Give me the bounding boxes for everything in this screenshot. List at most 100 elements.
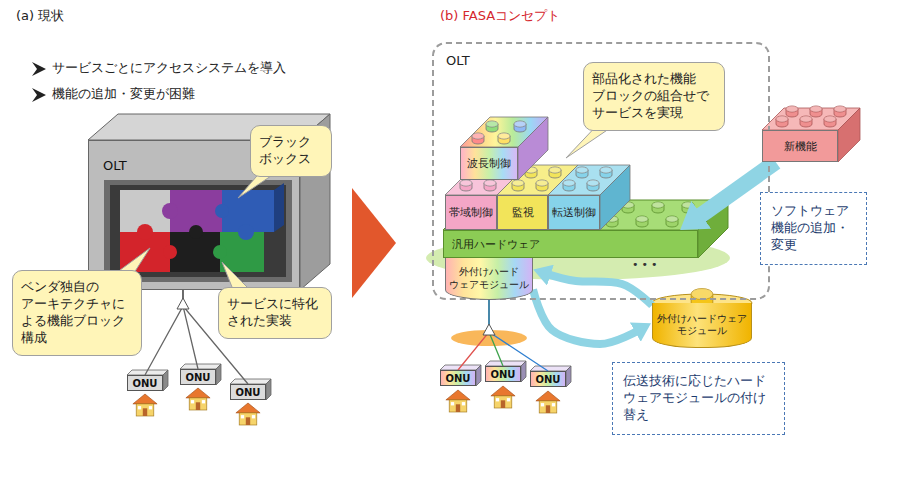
callout-bubble: ブラック ボックス: [250, 125, 332, 177]
onu-side: [521, 361, 526, 382]
lego-stud: [472, 133, 484, 144]
lego-stud: [587, 180, 599, 191]
box-text: 部品化された機能 ブロックの組合せで サービスを実現: [592, 71, 716, 122]
onu-box: ONU: [127, 375, 163, 391]
onu-side: [476, 365, 481, 386]
connector: [145, 290, 183, 375]
bullet-text: 機能の追加・変更が困難: [52, 86, 195, 103]
puzzle-knob: [163, 245, 177, 259]
hardware-module: 外付けハード ウェアモジュール: [445, 258, 533, 300]
box-text: ベンダ独自の アーキテクチャに よる機能ブロック 構成: [21, 279, 133, 347]
box-text: ONU: [491, 369, 516, 380]
housing-opening: [104, 180, 292, 282]
lego-stud: [576, 167, 588, 178]
lego-stud: [563, 180, 575, 191]
olt-boundary: OLT部品化された機能 ブロックの組合せで サービスを実現波長制御帯域制御監視転…: [432, 42, 770, 300]
house-icon: [236, 403, 260, 425]
lego-stud: [800, 116, 812, 127]
lego-stud: [536, 180, 548, 191]
onu-box: ONU: [230, 384, 266, 400]
bullet-arrow: [32, 62, 46, 76]
lego-stud: [512, 180, 524, 191]
box-text: ONU: [236, 387, 261, 398]
note-box: ソフトウェア 機能の追加・ 変更: [760, 192, 867, 265]
onu-box: ONU: [530, 371, 566, 387]
lego-stud: [776, 116, 788, 127]
lego-stud: [824, 116, 836, 127]
lego-stud: [484, 180, 496, 191]
box-text: 伝送技術に応じたハード ウェアモジュールの付け 替え: [623, 373, 774, 424]
puzzle-side: [274, 183, 284, 232]
box-text: 外付けハードウェア モジュール: [655, 313, 749, 338]
box-text: ONU: [133, 378, 158, 389]
bullet-text: サービスごとにアクセスシステムを導入: [52, 60, 286, 77]
splitter-symbol: [483, 324, 495, 335]
box-text: ONU: [446, 373, 471, 384]
lego-stud: [514, 121, 526, 132]
connector: [533, 290, 639, 345]
house-icon: [133, 394, 157, 416]
house-icon: [491, 386, 515, 408]
box-text: ソフトウェア 機能の追加・ 変更: [771, 203, 856, 254]
hardware-module: 外付けハードウェア モジュール: [652, 303, 752, 348]
function-block: 転送制御: [548, 195, 600, 230]
lego-stud: [498, 133, 510, 144]
box-text: ONU: [536, 374, 561, 385]
puzzle-knob: [215, 204, 229, 218]
lego-stud: [810, 106, 822, 117]
onu-side: [163, 370, 168, 391]
box-text: ブラック ボックス: [259, 134, 323, 168]
note-box: 伝送技術に応じたハード ウェアモジュールの付け 替え: [612, 362, 785, 435]
house-icon: [536, 391, 560, 413]
onu-box: ONU: [180, 369, 216, 385]
box-text: 帯域制御: [449, 205, 493, 220]
box-text: 転送制御: [552, 205, 596, 220]
connector: [489, 300, 548, 371]
box-text: 監視: [512, 205, 534, 220]
box-text: 新機能: [784, 139, 817, 154]
puzzle-knob: [137, 224, 153, 240]
lego-stud: [600, 167, 612, 178]
callout-bubble: サービスに特化 された実装: [218, 287, 332, 339]
lego-stud: [786, 106, 798, 117]
ellipsis-mark: •••: [632, 258, 660, 272]
lego-stud: [652, 202, 664, 213]
puzzle-knob: [189, 225, 203, 239]
box-text: サービスに特化 された実装: [227, 296, 323, 330]
function-block: 帯域制御: [445, 195, 497, 230]
house-icon: [186, 388, 210, 410]
function-block: 監視: [497, 195, 548, 230]
lego-stud: [636, 216, 648, 227]
lego-stud: [682, 202, 694, 213]
transition-arrow: [352, 188, 396, 298]
puzzle-knob: [213, 245, 227, 259]
callout-bubble: ベンダ独自の アーキテクチャに よる機能ブロック 構成: [12, 270, 142, 356]
lego-stud: [666, 216, 678, 227]
panel-heading: (a) 現状: [16, 8, 64, 25]
housing-cavity: [110, 185, 286, 277]
onu-side: [566, 366, 571, 387]
puzzle-knob: [238, 224, 254, 240]
puzzle-knob: [162, 203, 178, 219]
callout-bubble: 部品化された機能 ブロックの組合せで サービスを実現: [583, 62, 725, 131]
lego-stud: [486, 121, 498, 132]
lego-stud: [834, 106, 846, 117]
bullet-arrow: [32, 88, 46, 102]
box-text: 外付けハード ウェアモジュール: [448, 266, 530, 291]
box-text: 波長制御: [467, 156, 511, 171]
connector: [547, 274, 652, 305]
onu-side: [216, 364, 221, 385]
box-text: ONU: [186, 372, 211, 383]
box-text: 汎用ハードウェア: [452, 237, 540, 252]
lego-stud: [549, 167, 561, 178]
panel-heading: (b) FASAコンセプト: [440, 8, 560, 25]
function-block: 新機能: [762, 130, 838, 162]
onu-box: ONU: [485, 366, 521, 382]
lego-stud: [460, 180, 472, 191]
onu-side: [266, 379, 271, 400]
house-icon: [446, 390, 470, 412]
block-side: [600, 165, 630, 230]
function-block: 波長制御: [460, 147, 518, 180]
splitter-symbol: [177, 298, 189, 309]
hardware-base: 汎用ハードウェア: [443, 230, 698, 258]
